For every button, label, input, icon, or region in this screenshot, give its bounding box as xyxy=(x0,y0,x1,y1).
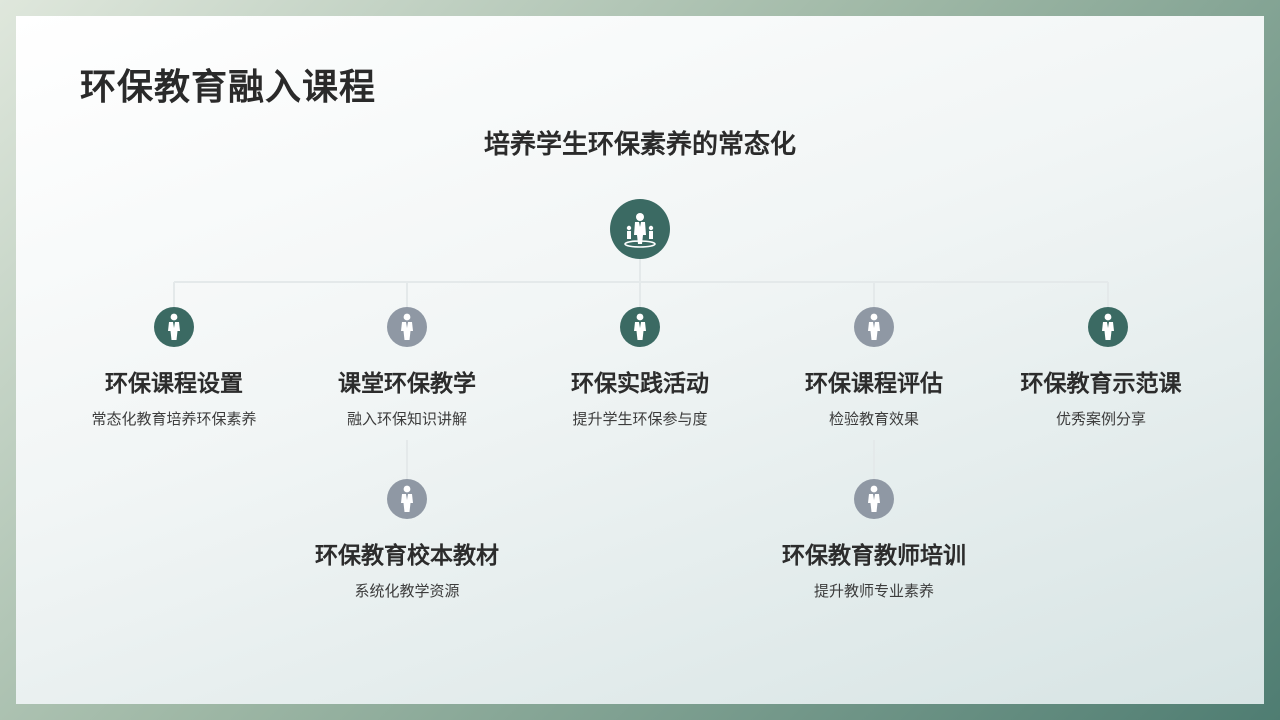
diagram-subtitle: 培养学生环保素养的常态化 xyxy=(483,130,796,160)
node-2: 课堂环保教学 融入环保知识讲解 xyxy=(287,364,527,429)
person-icon xyxy=(634,313,646,340)
node-5-title: 环保教育示范课 xyxy=(1020,371,1182,397)
subnode-1: 环保教育校本教材 系统化教学资源 xyxy=(287,536,527,601)
node-1-title: 环保课程设置 xyxy=(105,371,243,397)
subnode-2-title: 环保教育教师培训 xyxy=(782,543,966,569)
person-presentation-icon xyxy=(624,213,656,248)
page-title: 环保教育融入课程 xyxy=(80,67,377,108)
node-2-desc: 融入环保知识讲解 xyxy=(346,410,467,428)
node-5-circle xyxy=(1088,307,1128,347)
node-1-circle xyxy=(154,307,194,347)
node-4-desc: 检验教育效果 xyxy=(828,410,919,428)
node-3-title: 环保实践活动 xyxy=(571,371,709,397)
root-node xyxy=(610,199,670,259)
node-4-circle xyxy=(854,307,894,347)
subnode-2-circle xyxy=(854,479,894,519)
node-2-title: 课堂环保教学 xyxy=(338,371,476,397)
node-2-circle xyxy=(387,307,427,347)
node-3-desc: 提升学生环保参与度 xyxy=(572,410,708,428)
subnode-1-title: 环保教育校本教材 xyxy=(315,543,499,569)
node-4: 环保课程评估 检验教育效果 xyxy=(754,364,994,429)
subnode-1-desc: 系统化教学资源 xyxy=(354,582,460,600)
node-4-title: 环保课程评估 xyxy=(805,371,943,397)
subnode-1-circle xyxy=(387,479,427,519)
subnode-2-desc: 提升教师专业素养 xyxy=(813,582,934,600)
node-5-desc: 优秀案例分享 xyxy=(1055,410,1146,428)
person-icon xyxy=(868,485,880,512)
person-icon xyxy=(1102,313,1114,340)
slide-panel xyxy=(16,16,1264,704)
node-1: 环保课程设置 常态化教育培养环保素养 xyxy=(54,364,294,429)
node-3: 环保实践活动 提升学生环保参与度 xyxy=(520,364,760,429)
person-icon xyxy=(868,313,880,340)
person-icon xyxy=(401,485,413,512)
node-3-circle xyxy=(620,307,660,347)
node-5: 环保教育示范课 优秀案例分享 xyxy=(981,364,1221,429)
node-1-desc: 常态化教育培养环保素养 xyxy=(91,410,257,428)
person-icon xyxy=(168,313,180,340)
subnode-2: 环保教育教师培训 提升教师专业素养 xyxy=(754,536,994,601)
person-icon xyxy=(401,313,413,340)
